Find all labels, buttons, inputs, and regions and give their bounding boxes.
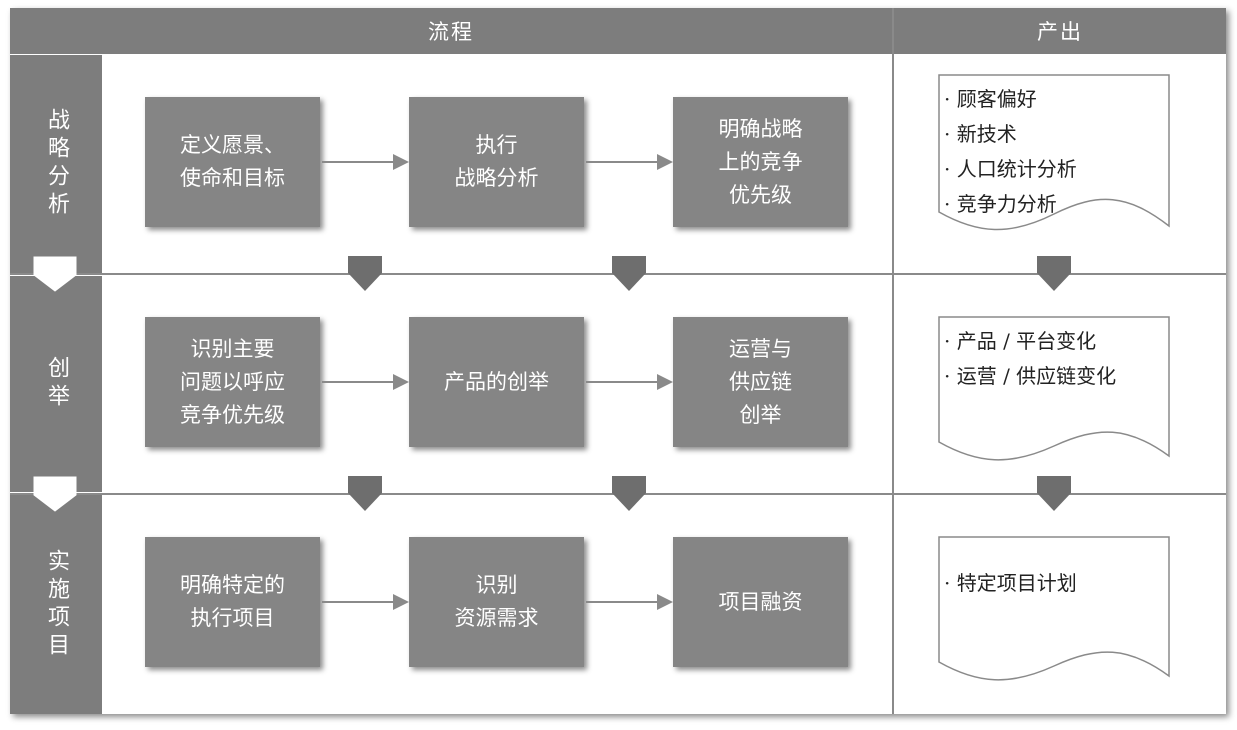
- flow-down-marker: [612, 476, 646, 511]
- output-item: 运营 / 供应链变化: [944, 359, 1116, 394]
- output-item: 产品 / 平台变化: [944, 324, 1116, 359]
- column-divider: [892, 8, 894, 714]
- output-document: 产品 / 平台变化 运营 / 供应链变化: [938, 316, 1170, 476]
- step-box: 明确战略 上的竞争 优先级: [673, 97, 848, 227]
- step-box: 定义愿景、 使命和目标: [145, 97, 320, 227]
- lane-label-strategy: 战略分析: [10, 55, 102, 273]
- output-document: 顾客偏好 新技术 人口统计分析 竞争力分析: [938, 74, 1170, 234]
- output-item: 顾客偏好: [944, 82, 1077, 117]
- chevron-down-icon: [33, 256, 77, 292]
- chevron-down-icon: [33, 476, 77, 512]
- flow-arrow: [586, 374, 673, 390]
- flow-arrow: [322, 154, 409, 170]
- output-header: 产出: [894, 8, 1226, 54]
- lane-label-projects: 实施项目: [10, 495, 102, 714]
- output-list: 特定项目计划: [944, 566, 1077, 601]
- flow-arrow: [586, 594, 673, 610]
- step-box: 识别 资源需求: [409, 537, 584, 667]
- output-item: 特定项目计划: [944, 566, 1077, 601]
- flow-arrow: [586, 154, 673, 170]
- step-box: 识别主要 问题以呼应 竞争优先级: [145, 317, 320, 447]
- lane-label-initiatives: 创举: [10, 276, 102, 492]
- output-item: 竞争力分析: [944, 187, 1077, 222]
- output-list: 产品 / 平台变化 运营 / 供应链变化: [944, 324, 1116, 394]
- document-icon: [938, 536, 1170, 681]
- flow-down-marker: [348, 476, 382, 511]
- process-header: 流程: [10, 8, 892, 54]
- flow-down-marker: [348, 256, 382, 291]
- step-box: 明确特定的 执行项目: [145, 537, 320, 667]
- flow-arrow: [322, 594, 409, 610]
- process-header-label: 流程: [428, 20, 474, 44]
- output-header-label: 产出: [1037, 20, 1083, 44]
- process-diagram: 流程 产出 战略分析 创举 实施项目 定义愿景、 使命和目标 执行: [10, 8, 1226, 714]
- step-box: 执行 战略分析: [409, 97, 584, 227]
- step-box: 项目融资: [673, 537, 848, 667]
- flow-arrow: [322, 374, 409, 390]
- output-document: 特定项目计划: [938, 536, 1170, 696]
- output-item: 人口统计分析: [944, 152, 1077, 187]
- output-item: 新技术: [944, 117, 1077, 152]
- step-box: 运营与 供应链 创举: [673, 317, 848, 447]
- flow-down-marker: [612, 256, 646, 291]
- flow-down-marker: [1037, 256, 1071, 291]
- output-list: 顾客偏好 新技术 人口统计分析 竞争力分析: [944, 82, 1077, 222]
- flow-down-marker: [1037, 476, 1071, 511]
- step-box: 产品的创举: [409, 317, 584, 447]
